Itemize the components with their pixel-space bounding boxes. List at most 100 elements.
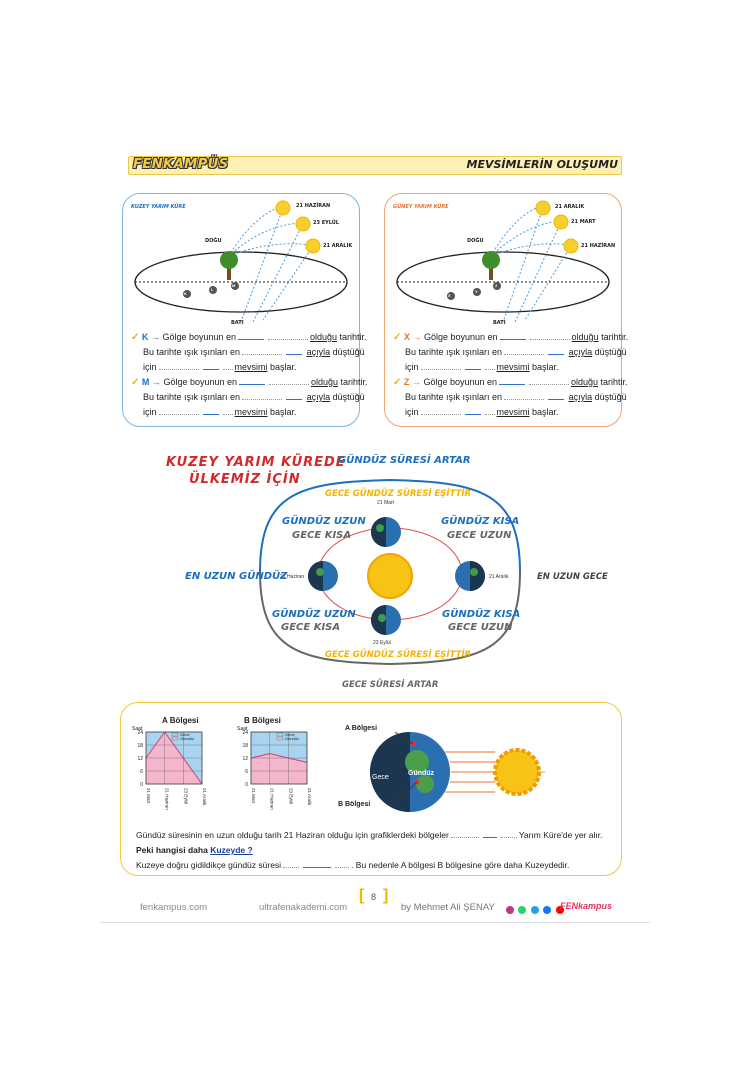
telegram-icon[interactable] (530, 906, 539, 914)
y-tick-label: 6 (245, 769, 248, 775)
series-line (269, 753, 289, 759)
answer-blank[interactable] (303, 867, 332, 868)
answer-blank[interactable] (548, 399, 565, 400)
point-letter: Z (403, 377, 410, 387)
facebook-icon[interactable] (543, 906, 552, 914)
answer-blank[interactable] (286, 354, 303, 355)
fill-line: Bu tarihte ışık ışınları en açıyla düştü… (405, 347, 627, 357)
fill-line: Bu tarihte ışık ışınları en açıyla düştü… (143, 347, 365, 357)
legend-swatch (276, 732, 284, 737)
answer-blank[interactable] (548, 354, 565, 355)
answer-blank[interactable] (269, 384, 309, 385)
chart-title: A Bölgesi (162, 716, 199, 725)
point-letter: X (403, 332, 410, 342)
answer-blank[interactable] (242, 354, 283, 355)
date-label: 21 HAZİRAN (581, 243, 616, 249)
header-bar (128, 156, 622, 175)
y-axis-label: Saat (132, 726, 143, 732)
footer-site[interactable]: ultrafenakademi.com (259, 902, 348, 913)
legend-swatch (276, 736, 284, 741)
answer-blank[interactable] (286, 399, 303, 400)
season-orbit-diagram (259, 478, 521, 666)
plot-frame (145, 731, 203, 785)
whatsapp-icon[interactable] (518, 906, 527, 914)
answer-blank[interactable] (499, 384, 525, 385)
answer-blank[interactable] (420, 414, 461, 415)
footer-author: by Mehmet Ali ŞENAY (401, 902, 495, 913)
check-icon: ✓ (131, 332, 140, 343)
y-tick-label: 24 (242, 730, 248, 736)
equal-day-night: GECE GÜNDÜZ SÜRESİ EŞİTTİR (325, 489, 472, 499)
youtube-icon[interactable] (555, 906, 564, 914)
answer-blank[interactable] (283, 867, 300, 868)
question-line: Kuzeye doğru gidildikçe gündüz süresi. B… (136, 860, 570, 870)
globe-night-label: Gece (372, 774, 389, 781)
longest-day: EN UZUN GÜNDÜZ (185, 571, 288, 582)
legend-label: Gündüz (285, 736, 299, 741)
x-tick-label: 23 Eylül (183, 788, 188, 804)
point-letter: M (141, 377, 150, 387)
check-icon: ✓ (393, 332, 402, 343)
footer-site[interactable]: fenkampus.com (140, 902, 208, 913)
direction-west: BATI (493, 320, 506, 326)
date-label: 21 ARALIK (555, 204, 585, 210)
y-tick-label: 0 (140, 782, 143, 788)
answer-blank[interactable] (504, 354, 545, 355)
date-label: 21 Mart (377, 500, 394, 506)
date-label: 21 MART (571, 219, 596, 225)
answer-blank[interactable] (504, 399, 545, 400)
answer-blank[interactable] (268, 339, 308, 340)
panel-title: GÜNEY YARIM KÜRE (393, 204, 449, 210)
answer-blank[interactable] (238, 339, 264, 340)
x-tick-label: 21 Aralık (202, 788, 207, 806)
x-tick-label: 21 Aralık (307, 788, 312, 806)
fill-line: Bu tarihte ışık ışınları en açıyla düştü… (143, 392, 365, 402)
check-icon: ✓ (393, 377, 402, 388)
answer-blank[interactable] (529, 339, 570, 340)
legend-swatch (171, 736, 179, 741)
chart-title: B Bölgesi (244, 716, 281, 725)
answer-blank[interactable] (158, 414, 199, 415)
answer-blank[interactable] (529, 384, 569, 385)
instagram-icon[interactable] (506, 906, 514, 914)
tree-icon (482, 251, 500, 269)
answer-blank[interactable] (420, 369, 461, 370)
longest-night: EN UZUN GECE (537, 572, 608, 582)
globe-sun-illustration (370, 731, 545, 812)
north-hemisphere-panel: KUZEY YARIM KÜRE 21 HAZİRAN 23 EYLÜL 21 … (122, 193, 368, 427)
answer-blank[interactable] (464, 414, 481, 415)
legend-label: Gece (180, 732, 190, 737)
answer-blank[interactable] (239, 384, 265, 385)
answer-blank[interactable] (499, 339, 526, 340)
sun-icon (553, 214, 569, 230)
legend-label: Gece (285, 732, 295, 737)
question-line: Gündüz süresinin en uzun olduğu tarih 21… (136, 830, 603, 840)
y-tick-label: 24 (137, 730, 143, 736)
date-label: 21 ARALIK (323, 243, 353, 249)
answer-blank[interactable] (242, 399, 283, 400)
sun-icon (295, 216, 311, 232)
section-title: KUZEY YARIM KÜREDE (166, 455, 346, 470)
answer-blank[interactable] (450, 837, 479, 838)
answer-blank[interactable] (202, 414, 219, 415)
season-label: GECE UZUN (447, 530, 512, 541)
x-tick-label: 23 Eylül (288, 788, 293, 804)
point-label: K (184, 291, 187, 296)
answer-blank[interactable] (464, 369, 481, 370)
date-label: 21 HAZİRAN (296, 203, 331, 209)
season-label: GECE KISA (281, 622, 341, 633)
answer-blank[interactable] (482, 837, 497, 838)
answer-blank[interactable] (158, 369, 199, 370)
night-increases: GECE SÜRESİ ARTAR (342, 680, 439, 690)
answer-blank[interactable] (202, 369, 219, 370)
plot-frame (250, 731, 308, 785)
date-label: 23 Eylül (373, 640, 391, 646)
series-line (288, 757, 308, 763)
